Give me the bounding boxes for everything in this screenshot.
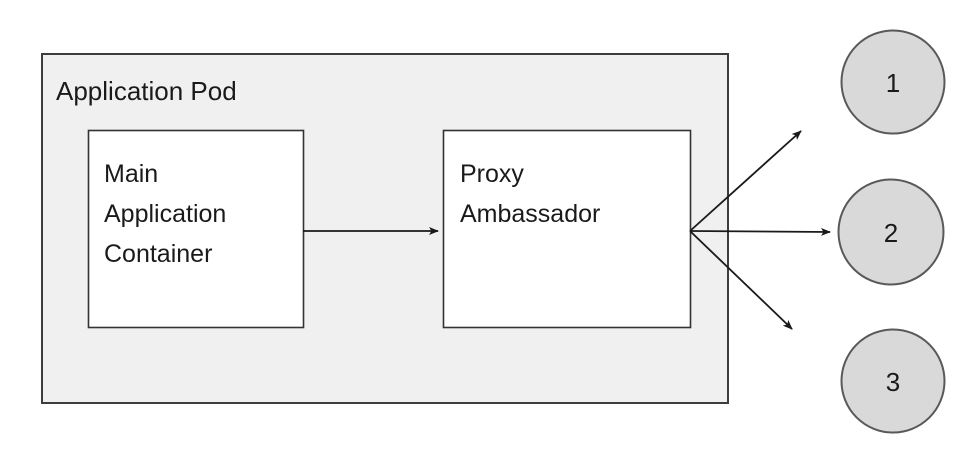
proxy-ambassador-container-line-2: Ambassador bbox=[460, 200, 600, 228]
endpoint-circle-1-label: 1 bbox=[886, 68, 900, 98]
endpoint-circle-3: 3 bbox=[840, 328, 946, 434]
connector-proxy-to-endpoint-1 bbox=[689, 130, 802, 232]
application-pod-label: Application Pod bbox=[56, 76, 237, 106]
main-application-container-line-1: Main bbox=[104, 160, 158, 188]
endpoint-circle-2-shape bbox=[837, 178, 945, 286]
endpoint-circle-3-shape bbox=[840, 328, 946, 434]
proxy-ambassador-container: Proxy Ambassador bbox=[442, 129, 692, 329]
endpoint-circle-1: 1 bbox=[840, 29, 946, 135]
main-application-container-rect bbox=[87, 129, 305, 329]
proxy-ambassador-container-rect bbox=[442, 129, 692, 329]
proxy-ambassador-container-line-1: Proxy bbox=[460, 160, 524, 188]
connector-proxy-to-endpoint-3 bbox=[689, 230, 793, 330]
connector-proxy-to-endpoint-2 bbox=[689, 227, 831, 236]
main-application-container-line-3: Container bbox=[104, 240, 212, 268]
endpoint-circle-3-label: 3 bbox=[886, 367, 900, 397]
main-application-container: Main Application Container bbox=[87, 129, 305, 329]
endpoint-circle-1-shape bbox=[840, 29, 946, 135]
main-application-container-line-2: Application bbox=[104, 200, 226, 228]
endpoint-circle-2-label: 2 bbox=[884, 218, 898, 248]
endpoint-circle-2: 2 bbox=[837, 178, 945, 286]
